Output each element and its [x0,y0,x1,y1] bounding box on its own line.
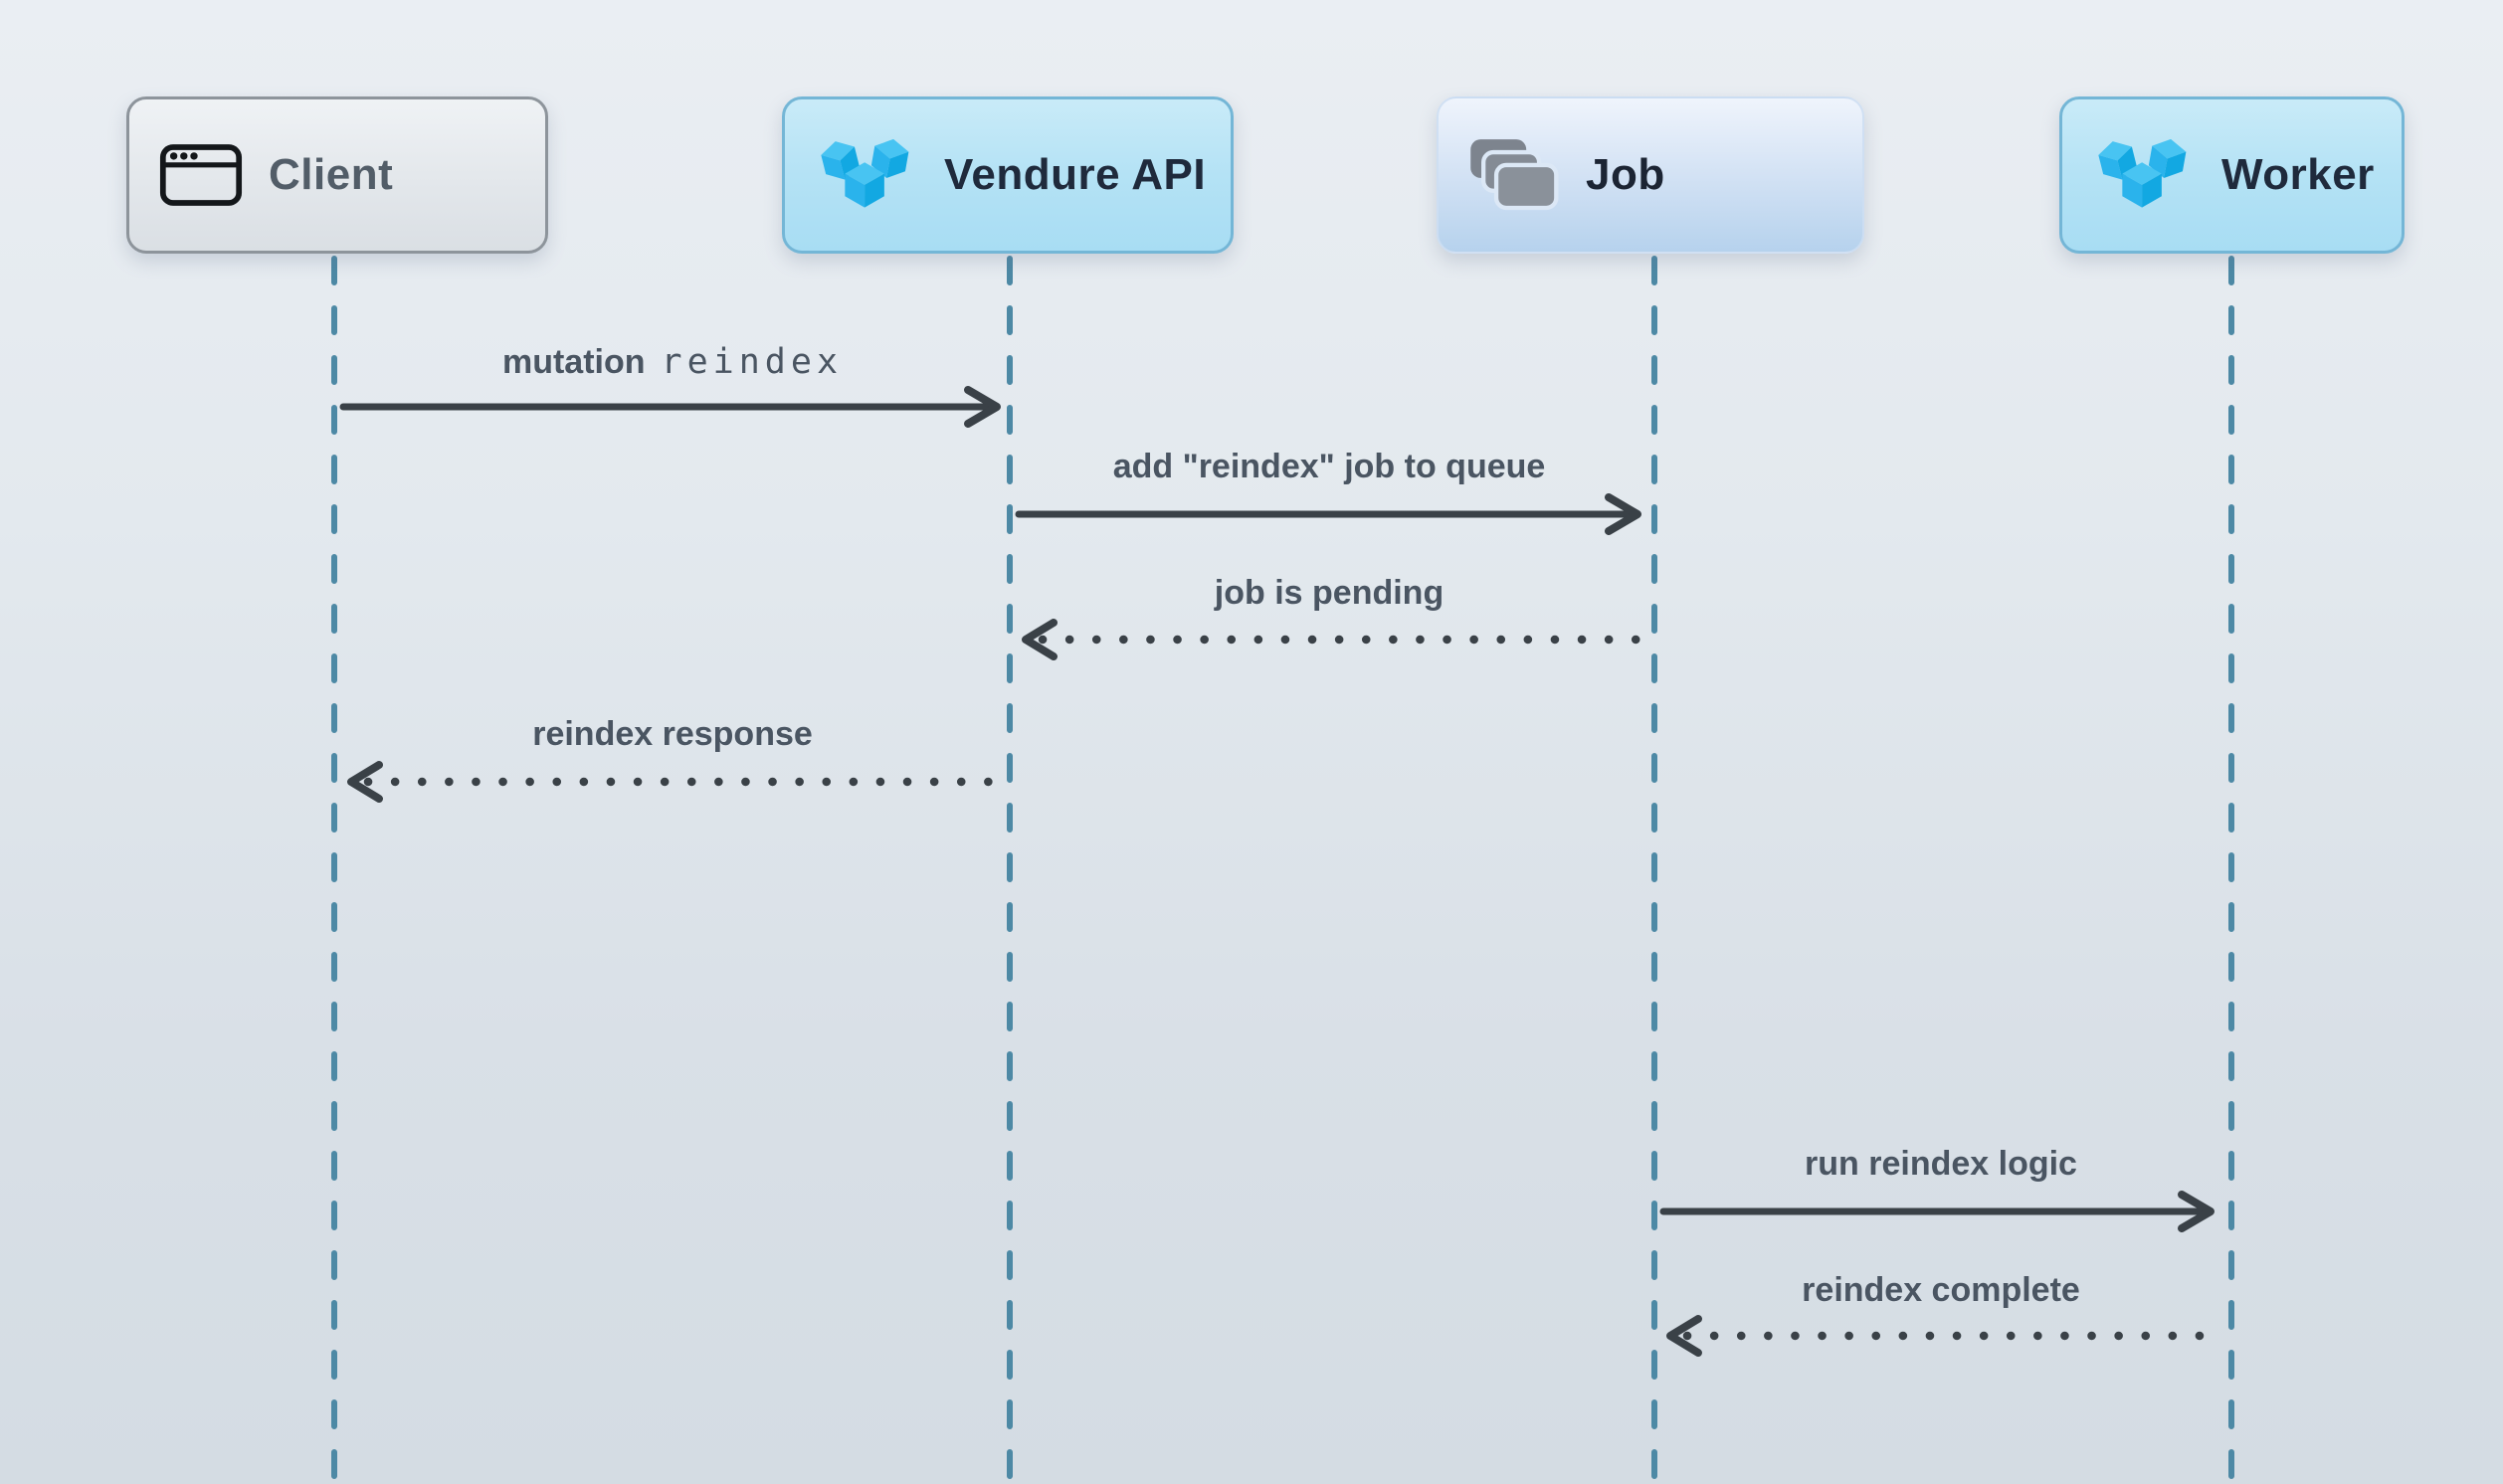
arrow-job-is-pending [1022,619,1646,660]
message-label-add-reindex-job: add "reindex" job to queue [1112,448,1546,485]
message-code-text: reindex [661,342,844,382]
actor-label-vendure-api: Vendure API [944,150,1207,199]
message-label-mutation-reindex: mutation reindex [502,339,843,385]
arrow-reindex-response [347,761,1005,803]
actor-box-worker: Worker [2059,96,2405,254]
message-label-job-is-pending: job is pending [1214,574,1444,612]
actor-box-vendure-api: Vendure API [782,96,1234,254]
actor-label-client: Client [269,150,394,199]
arrow-run-reindex-logic [1659,1191,2214,1232]
arrow-add-reindex-job [1015,493,1641,535]
actor-box-client: Client [126,96,548,254]
message-label-reindex-complete: reindex complete [1802,1271,2080,1309]
browser-window-icon [159,144,243,206]
arrow-reindex-complete [1666,1315,2212,1357]
actor-box-job: Job [1437,96,1864,254]
arrow-mutation-reindex [339,386,1001,428]
message-label-reindex-response: reindex response [532,715,813,753]
actor-label-job: Job [1586,150,1665,199]
vendure-logo-icon [2098,138,2187,208]
message-text: mutation [501,343,646,381]
stacked-cards-icon [1470,139,1559,211]
vendure-logo-icon [821,138,909,208]
message-label-run-reindex-logic: run reindex logic [1805,1145,2077,1183]
actor-label-worker: Worker [2221,150,2375,199]
